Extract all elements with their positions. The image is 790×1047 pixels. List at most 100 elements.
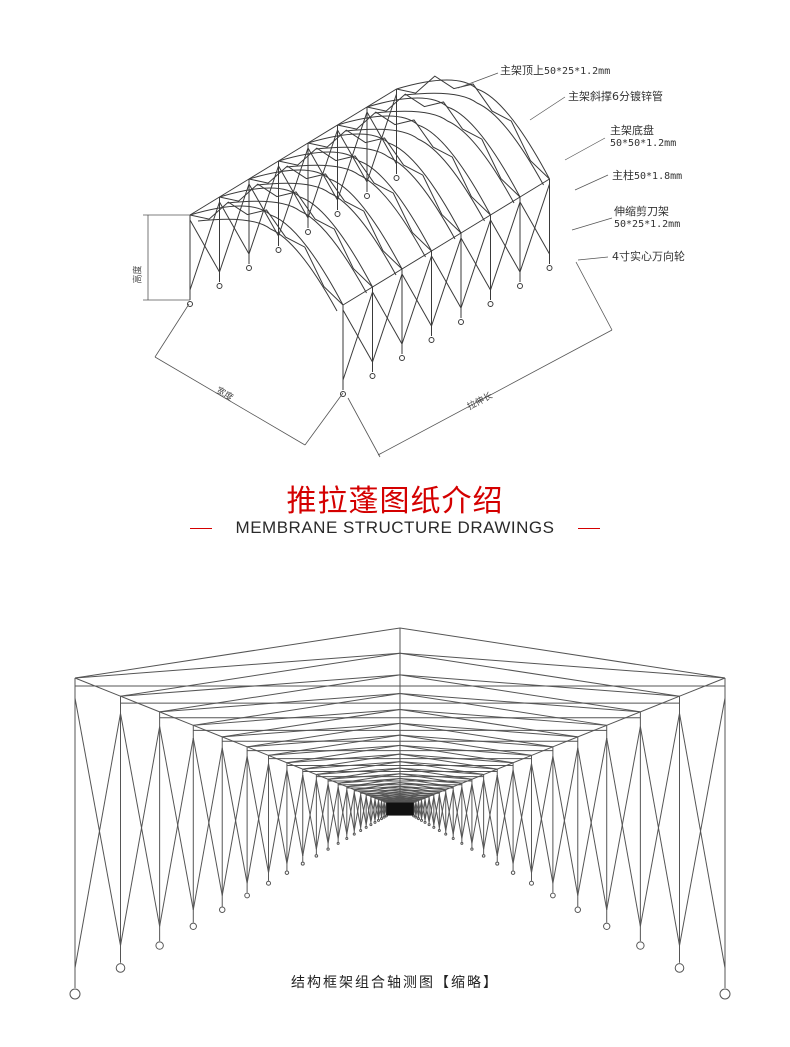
scissor-bar — [418, 801, 423, 819]
scissor-bar — [483, 779, 498, 856]
scissor-bar — [307, 147, 338, 201]
wheel-icon — [246, 265, 252, 271]
truss-web — [189, 201, 344, 306]
scissor-bar — [192, 747, 223, 910]
height-label: 高度 — [133, 265, 144, 284]
scissor-bar — [413, 803, 417, 816]
arch-inner-chord — [374, 110, 515, 204]
scissor-bar — [496, 774, 514, 864]
tunnel-end — [386, 802, 414, 816]
roof-brace — [399, 785, 446, 791]
roof-brace — [399, 778, 462, 784]
callout-scissor-frame: 伸缩剪刀架 50*25*1.2mm — [614, 205, 681, 230]
diagram-caption: 结构框架组合轴测图【缩略】 — [291, 975, 499, 991]
scissor-bar — [366, 111, 397, 165]
roof-brace — [399, 797, 422, 800]
roof-purlin — [74, 677, 121, 697]
scissor-bar — [360, 796, 367, 828]
arch-inner-chord — [315, 146, 456, 240]
eave-purlin — [342, 286, 373, 306]
wheel-icon — [719, 988, 731, 1000]
arch-inner-chord — [286, 164, 426, 258]
wheel-icon — [574, 906, 582, 913]
roof-purlin — [497, 762, 514, 770]
wheel-icon — [265, 880, 272, 886]
wheel-icon — [364, 825, 368, 829]
roof-purlin — [552, 736, 578, 748]
wheel-icon — [603, 922, 611, 930]
wheel-icon — [550, 892, 556, 899]
roof-purlin — [606, 711, 641, 726]
wheel-icon — [481, 854, 486, 858]
wheel-icon — [546, 265, 553, 271]
scissor-bar — [415, 802, 419, 818]
wheel-icon — [470, 847, 474, 851]
scissor-bar — [606, 726, 641, 910]
callout-leaders — [457, 72, 613, 261]
scissor-bar — [302, 774, 317, 850]
scissor-bar — [159, 737, 194, 927]
perspective-structure-drawing — [60, 618, 740, 1018]
roof-brace — [268, 744, 401, 756]
scissor-bar — [365, 798, 372, 825]
roof-brace — [399, 788, 440, 793]
scissor-bar — [337, 789, 348, 839]
scissor-bar — [461, 786, 473, 844]
scissor-bar — [278, 165, 309, 219]
wheel-icon — [345, 836, 349, 840]
wheel-icon — [528, 880, 535, 886]
wheel-icon — [244, 892, 250, 899]
roof-purlin — [327, 778, 339, 784]
roof-purlin — [512, 754, 532, 764]
roof-brace — [346, 782, 401, 788]
roof-brace — [399, 734, 553, 748]
roof-brace — [286, 753, 401, 764]
scissor-bar — [433, 796, 440, 828]
scissor-bar — [219, 201, 250, 255]
scissor-bar — [159, 726, 194, 910]
roof-purlin — [193, 724, 223, 738]
scissor-bar — [461, 783, 473, 839]
scissor-bar — [452, 789, 463, 839]
scissor-bar — [445, 792, 454, 835]
callout-base-frame: 主架底盘 50*50*1.2mm — [610, 124, 677, 149]
roof-brace — [366, 791, 401, 795]
roof-brace — [360, 788, 401, 793]
wheel-icon — [444, 832, 448, 836]
eave-purlin — [431, 232, 462, 252]
wheel-icon — [359, 829, 363, 833]
length-dimension-line — [347, 261, 613, 458]
roof-brace — [399, 744, 532, 756]
scissor-bar — [246, 763, 270, 884]
arch-inner-chord — [197, 218, 338, 312]
roof-purlin — [640, 695, 680, 713]
roof-purlin — [222, 736, 248, 748]
wheel-icon — [460, 841, 464, 845]
roof-brace — [399, 799, 416, 803]
roof-brace — [399, 722, 578, 738]
roof-brace — [74, 652, 401, 679]
scissor-bar — [286, 769, 304, 856]
scissor-bar — [679, 713, 726, 969]
roof-purlin — [286, 762, 303, 770]
wheel-icon — [382, 815, 386, 819]
wheel-icon — [495, 861, 500, 866]
roof-brace — [399, 709, 607, 726]
scissor-bar — [606, 737, 641, 927]
roof-brace — [399, 753, 514, 764]
section-title-chinese: 推拉蓬图纸介绍 — [286, 484, 504, 519]
roof-brace — [302, 761, 401, 770]
roof-purlin — [246, 746, 269, 756]
scissor-bar — [639, 726, 680, 946]
scissor-bar — [639, 713, 680, 927]
arch-inner-chord — [404, 92, 544, 186]
wheel-icon — [427, 823, 431, 827]
roof-purlin — [439, 789, 446, 793]
wheel-icon — [336, 841, 340, 845]
wheel-icon — [487, 301, 494, 307]
wheel-icon — [458, 319, 464, 325]
scissor-bar — [346, 792, 355, 835]
roof-purlin — [268, 754, 288, 764]
wheel-icon — [314, 854, 319, 858]
wheel-icon — [352, 832, 356, 836]
